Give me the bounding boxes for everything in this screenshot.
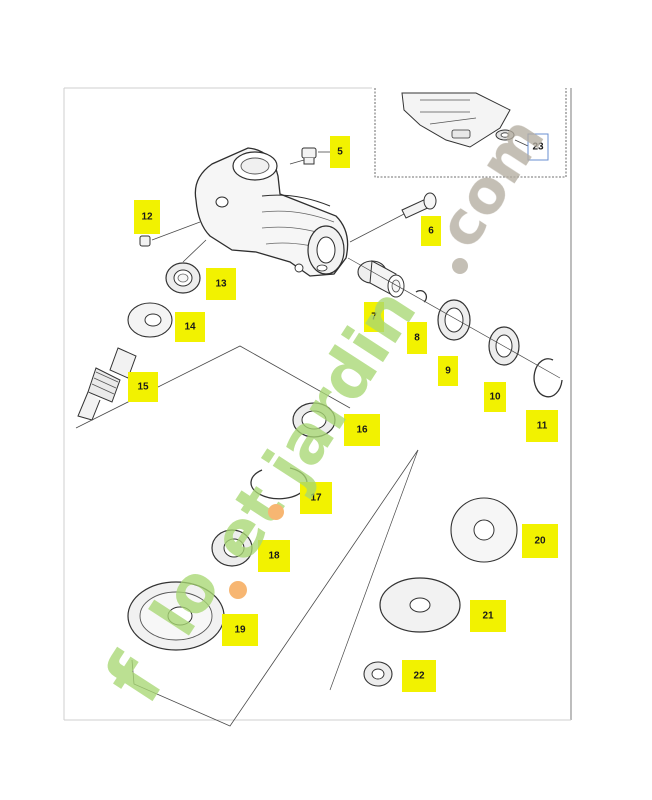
- callout-10-label: 10: [489, 392, 501, 403]
- inset-detail-box: [374, 88, 567, 178]
- callout-12-label: 12: [141, 212, 153, 223]
- callout-16: 16: [344, 414, 380, 446]
- disc-21: [379, 577, 461, 633]
- washer-14: [127, 302, 173, 338]
- callout-21: 21: [470, 600, 506, 632]
- callout-21-label: 21: [482, 611, 494, 622]
- spacer-7: [357, 260, 405, 298]
- callout-5: 5: [330, 136, 350, 168]
- screw-12: [139, 221, 201, 247]
- callout-7-label: 7: [371, 312, 377, 323]
- right-group-axis-line: [329, 449, 419, 691]
- shaft-15: [77, 347, 137, 421]
- callout-22: 22: [402, 660, 436, 692]
- gear-housing: [194, 147, 349, 277]
- callout-23-label: 23: [532, 142, 544, 153]
- svg-text:f: f: [88, 640, 183, 718]
- callout-8-label: 8: [414, 333, 420, 344]
- bearing-16: [292, 402, 336, 438]
- callout-7: 7: [364, 302, 384, 332]
- callout-15: 15: [128, 372, 158, 402]
- callout-20-label: 20: [534, 536, 546, 547]
- callout-19: 19: [222, 614, 258, 646]
- callout-20: 20: [522, 524, 558, 558]
- bolt-6: [349, 192, 437, 243]
- bearing-13: [165, 239, 207, 294]
- callout-13: 13: [206, 268, 236, 300]
- bearing-9: [437, 299, 471, 341]
- callout-12: 12: [134, 200, 160, 234]
- callout-11-label: 11: [537, 421, 548, 432]
- callout-17: 17: [300, 482, 332, 514]
- page-frame: [63, 87, 572, 721]
- snap-ring-17: [250, 467, 308, 500]
- callout-8: 8: [407, 322, 427, 354]
- callout-15-label: 15: [137, 382, 149, 393]
- washer-20: [450, 497, 518, 563]
- screw-5: [289, 147, 332, 165]
- assembly-axis-line: [347, 257, 561, 379]
- svg-text:jardin: jardin: [247, 275, 431, 501]
- snap-ring-11: [533, 358, 563, 398]
- callout-6-label: 6: [428, 226, 434, 237]
- callout-5-label: 5: [337, 147, 343, 158]
- callout-13-label: 13: [215, 279, 227, 290]
- circlip-8: [415, 289, 428, 303]
- callout-14: 14: [175, 312, 205, 342]
- nut-22: [363, 661, 393, 687]
- callout-10: 10: [484, 382, 506, 412]
- callout-9-label: 9: [445, 366, 451, 377]
- callout-11: 11: [526, 410, 558, 442]
- callout-14-label: 14: [184, 322, 196, 333]
- callout-22-label: 22: [413, 671, 425, 682]
- callout-6: 6: [421, 216, 441, 246]
- callout-19-label: 19: [234, 625, 246, 636]
- callout-18: 18: [258, 540, 290, 572]
- callout-9: 9: [438, 356, 458, 386]
- callout-23: 23: [527, 133, 549, 161]
- callout-17-label: 17: [310, 493, 322, 504]
- callout-18-label: 18: [268, 551, 280, 562]
- callout-16-label: 16: [356, 425, 368, 436]
- gear-18: [211, 529, 253, 567]
